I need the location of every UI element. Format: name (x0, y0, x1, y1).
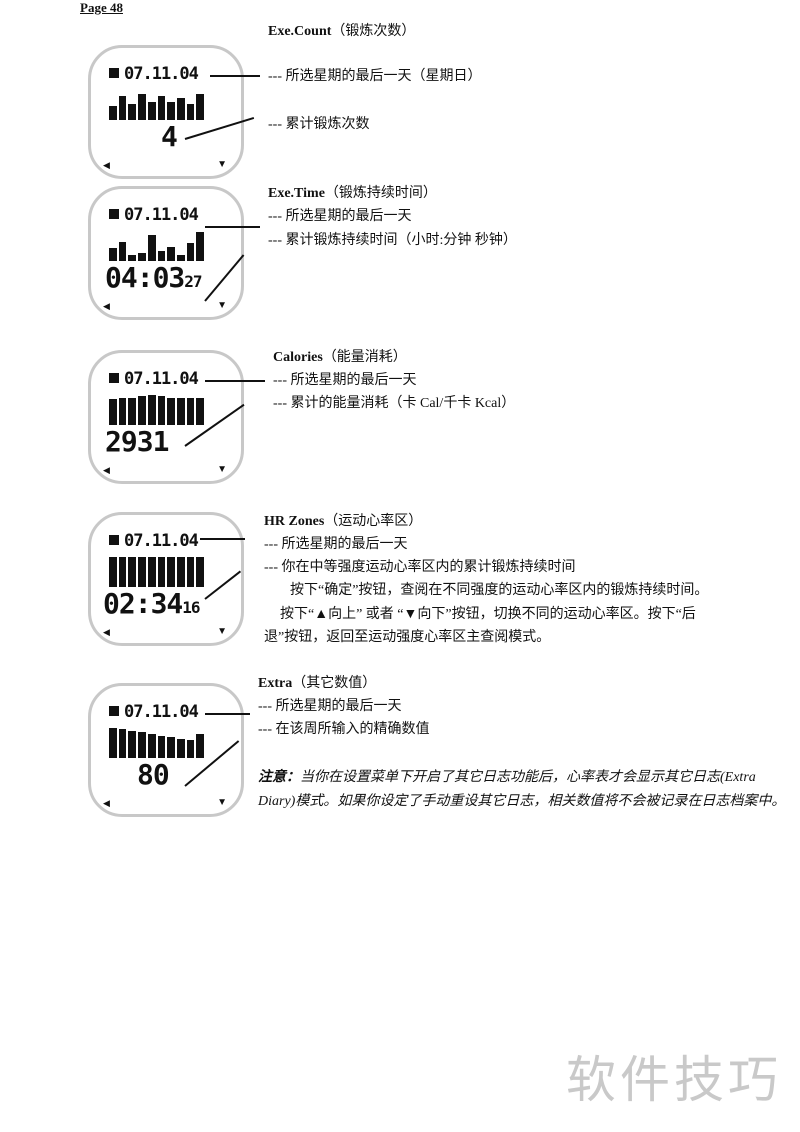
section-heading: Exe.Time（锻炼持续时间） (268, 182, 437, 205)
note-label: 注意： (258, 770, 300, 785)
date-text: 07.11.04 (124, 369, 199, 389)
desc-line: --- 累计的能量消耗（卡 Cal/千卡 Kcal） (273, 396, 516, 411)
watch-display-extra: 07.11.04 80 ◀ ▼ (88, 683, 244, 817)
desc-line: --- 所选星期的最后一天 (258, 699, 402, 714)
check-icon (109, 209, 119, 219)
zone-icon (109, 535, 119, 545)
bar-graph (109, 88, 205, 120)
date-text: 07.11.04 (124, 531, 199, 551)
desc-line: 按下“▲向上” 或者 “▼向下”按钮，切换不同的运动心率区。按下“后 (280, 607, 696, 622)
heading-title: Extra (258, 676, 293, 691)
pointer-line (205, 226, 260, 228)
heading-title: Exe.Time (268, 186, 325, 201)
watch-display-exe-time: 07.11.04 04:0327 ◀ ▼ (88, 186, 244, 320)
desc-line: 按下“确定”按钮，查阅在不同强度的运动心率区内的锻炼持续时间。 (290, 583, 709, 598)
watch-value: 04:0327 (105, 261, 203, 297)
section-heading: Exe.Count（锻炼次数） (268, 20, 415, 43)
desc-line: --- 所选星期的最后一天 (264, 537, 408, 552)
heading-cn: （运动心率区） (324, 514, 423, 529)
bar-graph (109, 229, 205, 261)
watch-value: 2931 (105, 425, 169, 458)
watch-value: 4 (161, 120, 178, 153)
down-arrow-icon: ▼ (217, 159, 227, 170)
calorie-icon (109, 373, 119, 383)
desc-line: --- 累计锻炼持续时间（小时:分钟 秒钟） (268, 233, 517, 248)
down-arrow-icon: ▼ (217, 626, 227, 637)
note-paragraph: 注意：当你在设置菜单下开启了其它日志功能后，心率表才会显示其它日志(Extra … (258, 766, 788, 814)
watch-date: 07.11.04 (109, 369, 199, 389)
date-text: 07.11.04 (124, 702, 199, 722)
section-heading: Extra（其它数值） (258, 672, 376, 695)
bar-graph (109, 726, 205, 758)
desc-line: --- 所选星期的最后一天（星期日） (268, 69, 482, 84)
heading-cn: （能量消耗） (322, 350, 407, 365)
down-arrow-icon: ▼ (217, 300, 227, 311)
left-arrow-icon: ◀ (103, 798, 110, 808)
hourglass-icon (109, 706, 119, 716)
bar-graph (109, 393, 205, 425)
heading-title: Exe.Count (268, 24, 332, 39)
heading-title: Calories (273, 350, 323, 365)
bar-graph (109, 555, 205, 587)
page-number: Page 48 (80, 0, 123, 15)
desc-line: --- 所选星期的最后一天 (268, 209, 412, 224)
watch-date: 07.11.04 (109, 64, 199, 84)
down-arrow-icon: ▼ (217, 464, 227, 475)
desc-line: --- 累计锻炼次数 (268, 117, 370, 132)
pointer-line (200, 538, 245, 540)
heading-cn: （其它数值） (292, 676, 377, 691)
section-heading: HR Zones（运动心率区） (264, 510, 422, 533)
count-icon (109, 68, 119, 78)
watch-value: 02:3416 (103, 587, 201, 623)
watch-date: 07.11.04 (109, 702, 199, 722)
left-arrow-icon: ◀ (103, 627, 110, 637)
desc-line: --- 所选星期的最后一天 (273, 373, 417, 388)
desc-line: --- 在该周所输入的精确数值 (258, 722, 430, 737)
heading-title: HR Zones (264, 514, 325, 529)
watch-value: 80 (137, 758, 170, 791)
left-arrow-icon: ◀ (103, 160, 110, 170)
value-seconds: 16 (182, 598, 200, 617)
watch-date: 07.11.04 (109, 531, 199, 551)
date-text: 07.11.04 (124, 64, 199, 84)
desc-line: 退”按钮，返回至运动强度心率区主查阅模式。 (264, 630, 551, 645)
desc-line: --- 你在中等强度运动心率区内的累计锻炼持续时间 (264, 560, 576, 575)
watch-display-calories: 07.11.04 2931 ◀ ▼ (88, 350, 244, 484)
watermark: 软件技巧 (566, 1051, 782, 1109)
date-text: 07.11.04 (124, 205, 199, 225)
watch-date: 07.11.04 (109, 205, 199, 225)
value-seconds: 27 (184, 272, 202, 291)
left-arrow-icon: ◀ (103, 301, 110, 311)
heading-cn: （锻炼次数） (331, 24, 416, 39)
left-arrow-icon: ◀ (103, 465, 110, 475)
note-text: 当你在设置菜单下开启了其它日志功能后，心率表才会显示其它日志(Extra Dia… (258, 770, 786, 809)
pointer-line (210, 75, 260, 77)
pointer-line (205, 713, 250, 715)
section-heading: Calories（能量消耗） (273, 346, 407, 369)
heading-cn: （锻炼持续时间） (324, 186, 437, 201)
watch-display-exe-count: 07.11.04 4 ◀ ▼ (88, 45, 244, 179)
value-main: 04:03 (105, 261, 185, 294)
pointer-line (205, 380, 265, 382)
watch-display-hr-zones: 07.11.04 02:3416 ◀ ▼ (88, 512, 244, 646)
down-arrow-icon: ▼ (217, 797, 227, 808)
value-main: 02:34 (103, 587, 183, 620)
